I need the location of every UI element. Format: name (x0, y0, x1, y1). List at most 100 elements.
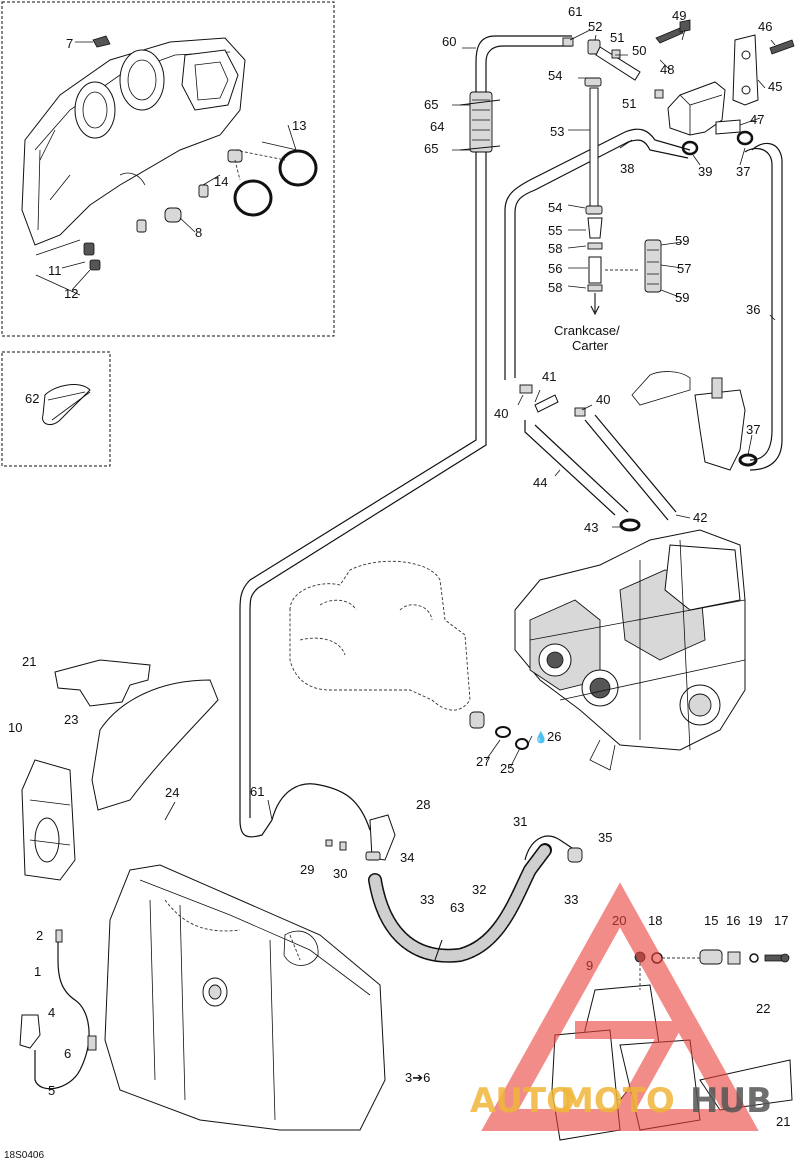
callout-38: 38 (620, 161, 634, 176)
part-10-panel (21, 759, 76, 881)
callout-31: 31 (513, 814, 527, 829)
fuel-tank-assembly (104, 864, 386, 1131)
part-51b-clamp (654, 89, 664, 99)
inset-fitting (136, 219, 147, 233)
part-44-hose (524, 420, 629, 516)
part-54-clamp (584, 77, 602, 87)
part-40-clamp (519, 384, 533, 394)
callout-64: 64 (430, 119, 444, 134)
reservoir-fitting (711, 377, 723, 399)
callout-21a: 21 (22, 654, 36, 669)
part-61-clamp (562, 37, 574, 47)
callout-58b: 58 (548, 280, 562, 295)
callout-39: 39 (698, 164, 712, 179)
callout-41: 41 (542, 369, 556, 384)
callout-58a: 58 (548, 241, 562, 256)
callout-12: 12 (64, 286, 78, 301)
crankcase-note-line2: Carter (572, 338, 609, 353)
callout-54b: 54 (548, 200, 562, 215)
callout-37b: 37 (746, 422, 760, 437)
part-49-nut (679, 19, 691, 33)
callout-40b: 40 (596, 392, 610, 407)
engine-block (514, 529, 746, 771)
callout-36: 36 (746, 302, 760, 317)
callout-32: 32 (472, 882, 486, 897)
callout-44: 44 (533, 475, 547, 490)
part-51-clamp (611, 49, 621, 59)
callout-18: 18 (648, 913, 662, 928)
callout-1: 1 (34, 964, 41, 979)
part-48-screw (655, 27, 684, 44)
part-37-clamp (736, 130, 754, 146)
part-55-valve (587, 217, 603, 239)
part-62-tie-wrap (42, 384, 91, 426)
callout-43: 43 (584, 520, 598, 535)
watermark-logo-triangle (481, 882, 759, 1131)
fuel-tank-detail-inset (1, 1, 335, 337)
callout-11: 11 (48, 263, 62, 278)
part-11-nut (83, 242, 95, 256)
part-42-hose (584, 414, 677, 521)
callout-57: 57 (677, 261, 691, 276)
callout-60: 60 (442, 34, 456, 49)
watermark-text-hub: HUB (690, 1081, 772, 1121)
callout-49: 49 (672, 8, 686, 23)
callout-61a: 61 (568, 4, 582, 19)
part-31-elbow (524, 835, 576, 861)
callout-50: 50 (632, 43, 646, 58)
oil-reservoir-top (694, 389, 746, 471)
callout-40a: 40 (494, 406, 508, 421)
callout-10: 10 (8, 720, 22, 735)
part-2-fitting (55, 929, 63, 943)
callout-5: 5 (48, 1083, 55, 1098)
part-46-screw (769, 39, 795, 55)
part-8-grommet (164, 207, 182, 223)
part-41-connector (534, 394, 559, 413)
part-19-washer (749, 953, 759, 963)
callout-51b: 51 (622, 96, 636, 111)
part-27-mount (469, 711, 485, 729)
part-21-gasket (54, 659, 151, 707)
part-54b-clamp (585, 205, 603, 215)
callout-13: 13 (292, 118, 306, 133)
part-58b-clamp (587, 284, 603, 292)
part-6-fitting (87, 1035, 97, 1051)
callout-21b: 21 (776, 1114, 790, 1129)
vent-hose-routing (239, 35, 783, 838)
callout-53: 53 (550, 124, 564, 139)
part-35-clamp (567, 847, 583, 863)
callout-3-to-6: 3➔6 (405, 1070, 430, 1085)
callout-61b: 61 (250, 784, 264, 799)
callout-15: 15 (704, 913, 718, 928)
watermark-text-moto: MOTO (560, 1081, 675, 1121)
callout-19: 19 (748, 913, 762, 928)
part-15-grommet (699, 949, 723, 965)
part-12-screw (89, 259, 101, 271)
part-56-hose (588, 256, 602, 284)
callout-25: 25 (500, 761, 514, 776)
reference-code: 18S0406 (4, 1150, 44, 1161)
callout-4: 4 (48, 1005, 55, 1020)
callout-6: 6 (64, 1046, 71, 1061)
callout-65b: 65 (424, 141, 438, 156)
callout-28: 28 (416, 797, 430, 812)
part-27-washer (495, 726, 511, 738)
drop-symbol: 💧 (534, 731, 548, 744)
vent-valve-assembly (667, 34, 759, 136)
watermark-text-auto: AUTO (470, 1081, 575, 1121)
tie-wrap-detail-inset (1, 351, 111, 467)
callout-37a: 37 (736, 164, 750, 179)
part-39-clamp (681, 140, 699, 156)
callout-14: 14 (214, 174, 228, 189)
fuel-tank-top-drawing (21, 37, 246, 246)
part-63-tie (434, 939, 443, 961)
part-13-gasket (278, 149, 318, 187)
part-14b-gasket (233, 179, 273, 217)
callout-35: 35 (598, 830, 612, 845)
part-1-fuel-line (34, 935, 90, 1090)
exhaust-outline (289, 560, 471, 711)
part-64-hose-protector (469, 91, 493, 153)
callout-47: 47 (750, 112, 764, 127)
crankcase-note-line1: Crankcase/ (554, 323, 620, 338)
part-30-fitting (339, 841, 347, 851)
